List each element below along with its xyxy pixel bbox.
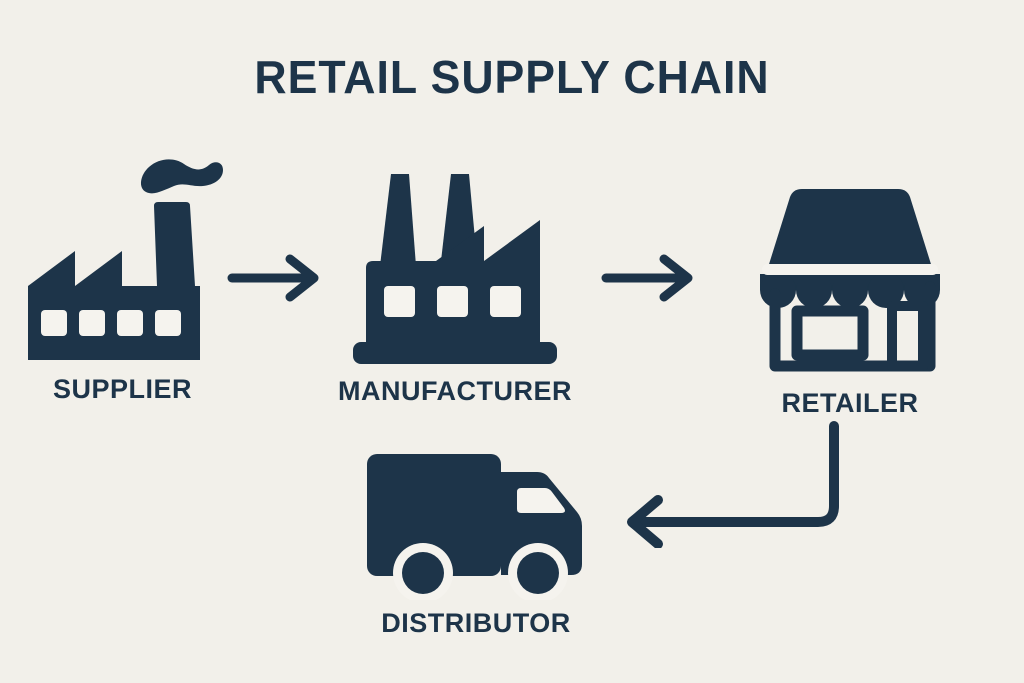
manufacturer-label: MANUFACTURER xyxy=(338,376,572,406)
node-retailer: RETAILER xyxy=(742,182,958,419)
factory-smoke-icon xyxy=(27,159,223,360)
node-distributor: DISTRIBUTOR xyxy=(356,448,596,639)
storefront-icon xyxy=(760,189,940,372)
arrow-right-icon xyxy=(227,254,319,302)
factory-icon xyxy=(353,174,557,364)
page-title: RETAIL SUPPLY CHAIN xyxy=(254,51,770,103)
node-manufacturer: MANUFACTURER xyxy=(338,166,572,407)
distributor-label: DISTRIBUTOR xyxy=(381,608,571,638)
arrow-right-icon xyxy=(601,254,693,302)
supplier-label: SUPPLIER xyxy=(52,374,193,404)
delivery-truck-icon xyxy=(367,454,582,600)
node-supplier: SUPPLIER xyxy=(20,148,225,405)
arrow-elbow-icon xyxy=(627,421,839,548)
retailer-label: RETAILER xyxy=(781,388,919,418)
